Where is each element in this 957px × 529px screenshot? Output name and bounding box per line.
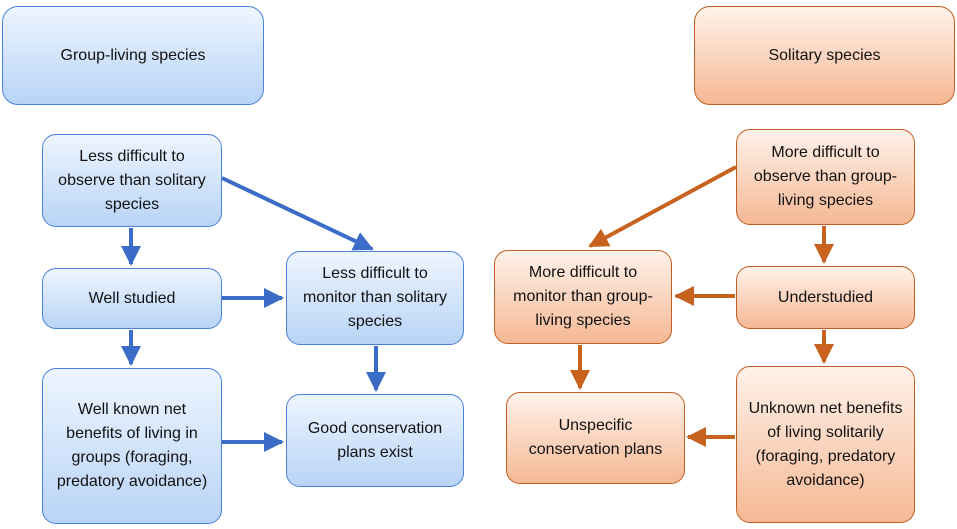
solitary-header: Solitary species [694,6,955,105]
arrow-observe-to-monitor-solitary [588,165,737,248]
group-monitor-box: Less difficult to monitor than solitary … [286,251,464,345]
group-observe-box: Less difficult to observe than solitary … [42,134,222,227]
arrow-observe-to-monitor [221,176,374,251]
solitary-understudied-box: Understudied [736,266,915,329]
group-studied-box: Well studied [42,268,222,329]
group-benefits-box: Well known net benefits of living in gro… [42,368,222,524]
group-plans-box: Good conservation plans exist [286,394,464,487]
solitary-observe-box: More difficult to observe than group-liv… [736,129,915,225]
solitary-benefits-box: Unknown net benefits of living solitaril… [736,366,915,523]
solitary-plans-box: Unspecific conservation plans [506,392,685,484]
solitary-monitor-box: More difficult to monitor than group-liv… [494,250,672,344]
group-living-header: Group-living species [2,6,264,105]
